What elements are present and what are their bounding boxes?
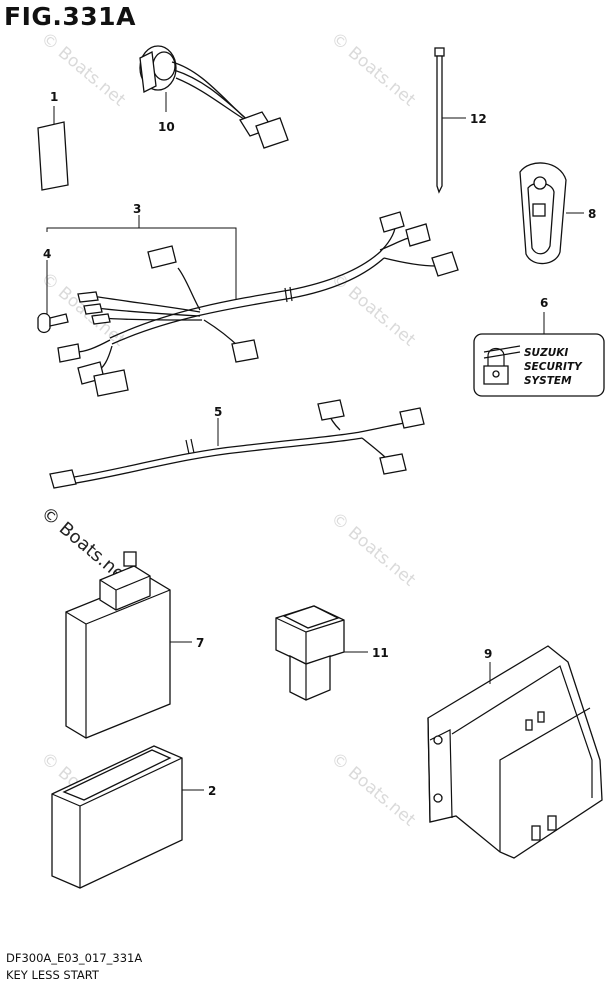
callout-4: 4: [43, 247, 51, 261]
callout-2: 2: [208, 784, 216, 798]
callout-3: 3: [133, 202, 141, 216]
part-9-bracket[interactable]: 9: [427, 645, 603, 859]
callout-7: 7: [196, 636, 204, 650]
label-line-1: SUZUKI: [524, 347, 568, 359]
part-3-main-harness[interactable]: 3: [46, 202, 459, 397]
callout-8: 8: [588, 207, 596, 221]
watermark-text: © Boats.net: [327, 29, 420, 111]
watermark-text: © Boats.net: [327, 749, 420, 831]
part-8-key-fob[interactable]: 8: [519, 162, 596, 265]
part-6-security-label[interactable]: SUZUKI SECURITY SYSTEM 6: [473, 296, 605, 397]
part-11-switch[interactable]: 11: [275, 605, 389, 701]
part-7-control-unit[interactable]: 7: [65, 551, 204, 739]
part-12-cable-tie[interactable]: 12: [434, 47, 487, 194]
part-1-label-card[interactable]: 1: [37, 90, 69, 191]
callout-10: 10: [158, 120, 175, 134]
part-4-screw[interactable]: 4: [37, 247, 69, 334]
callout-6: 6: [540, 296, 548, 310]
part-5-harness[interactable]: 5: [49, 399, 425, 489]
callout-12: 12: [470, 112, 487, 126]
diagram-caption: KEY LESS START: [6, 968, 99, 982]
drawing-code: DF300A_E03_017_331A: [6, 951, 143, 965]
callout-11: 11: [372, 646, 389, 660]
watermark-text: © Boats.net: [327, 269, 420, 351]
label-line-2: SECURITY: [524, 361, 583, 373]
part-10-sensor-harness[interactable]: 10: [139, 45, 289, 149]
part-2-holder[interactable]: 2: [51, 745, 216, 889]
label-line-3: SYSTEM: [524, 375, 572, 387]
callout-1: 1: [50, 90, 58, 104]
figure-title: FIG.331A: [4, 2, 136, 31]
watermark-text: © Boats.net: [327, 509, 420, 591]
callout-5: 5: [214, 405, 222, 419]
callout-9: 9: [484, 647, 492, 661]
